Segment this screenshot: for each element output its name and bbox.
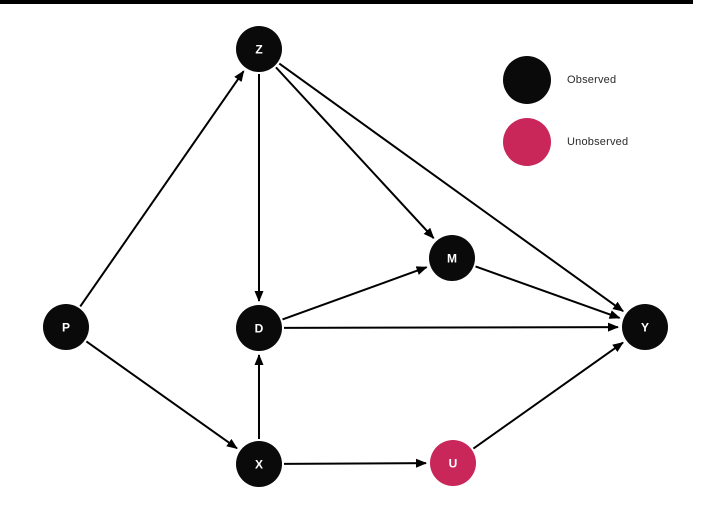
node-U xyxy=(430,440,476,486)
edge-U-Y xyxy=(472,341,624,450)
edge-Z-Y xyxy=(278,62,624,313)
edge-X-U xyxy=(283,458,428,468)
node-label-Z: Z xyxy=(255,42,262,56)
legend-item-observed: Observed xyxy=(503,56,628,104)
edge-D-Y xyxy=(283,322,620,332)
node-label-U: U xyxy=(449,456,458,470)
legend-label-observed: Observed xyxy=(567,74,617,86)
node-M xyxy=(429,235,475,281)
edge-P-X xyxy=(85,340,238,450)
node-D xyxy=(236,305,282,351)
edge-D-M xyxy=(282,266,428,321)
node-X xyxy=(236,441,282,487)
node-label-P: P xyxy=(62,320,70,334)
edge-P-Z xyxy=(79,70,245,308)
node-label-X: X xyxy=(255,457,263,471)
node-Z xyxy=(236,26,282,72)
node-label-M: M xyxy=(447,251,457,265)
legend-label-unobserved: Unobserved xyxy=(567,136,629,148)
black-circle-swatch xyxy=(503,56,551,104)
node-Y xyxy=(622,304,668,350)
window-top-edge xyxy=(0,0,693,4)
node-P xyxy=(43,304,89,350)
edge-Z-M xyxy=(275,66,435,239)
legend-item-unobserved: Unobserved xyxy=(503,118,628,166)
node-label-D: D xyxy=(255,321,264,335)
edge-M-Y xyxy=(475,265,621,319)
legend: Observed Unobserved xyxy=(503,56,628,166)
pink-circle-swatch xyxy=(503,118,551,166)
node-label-Y: Y xyxy=(641,320,649,334)
